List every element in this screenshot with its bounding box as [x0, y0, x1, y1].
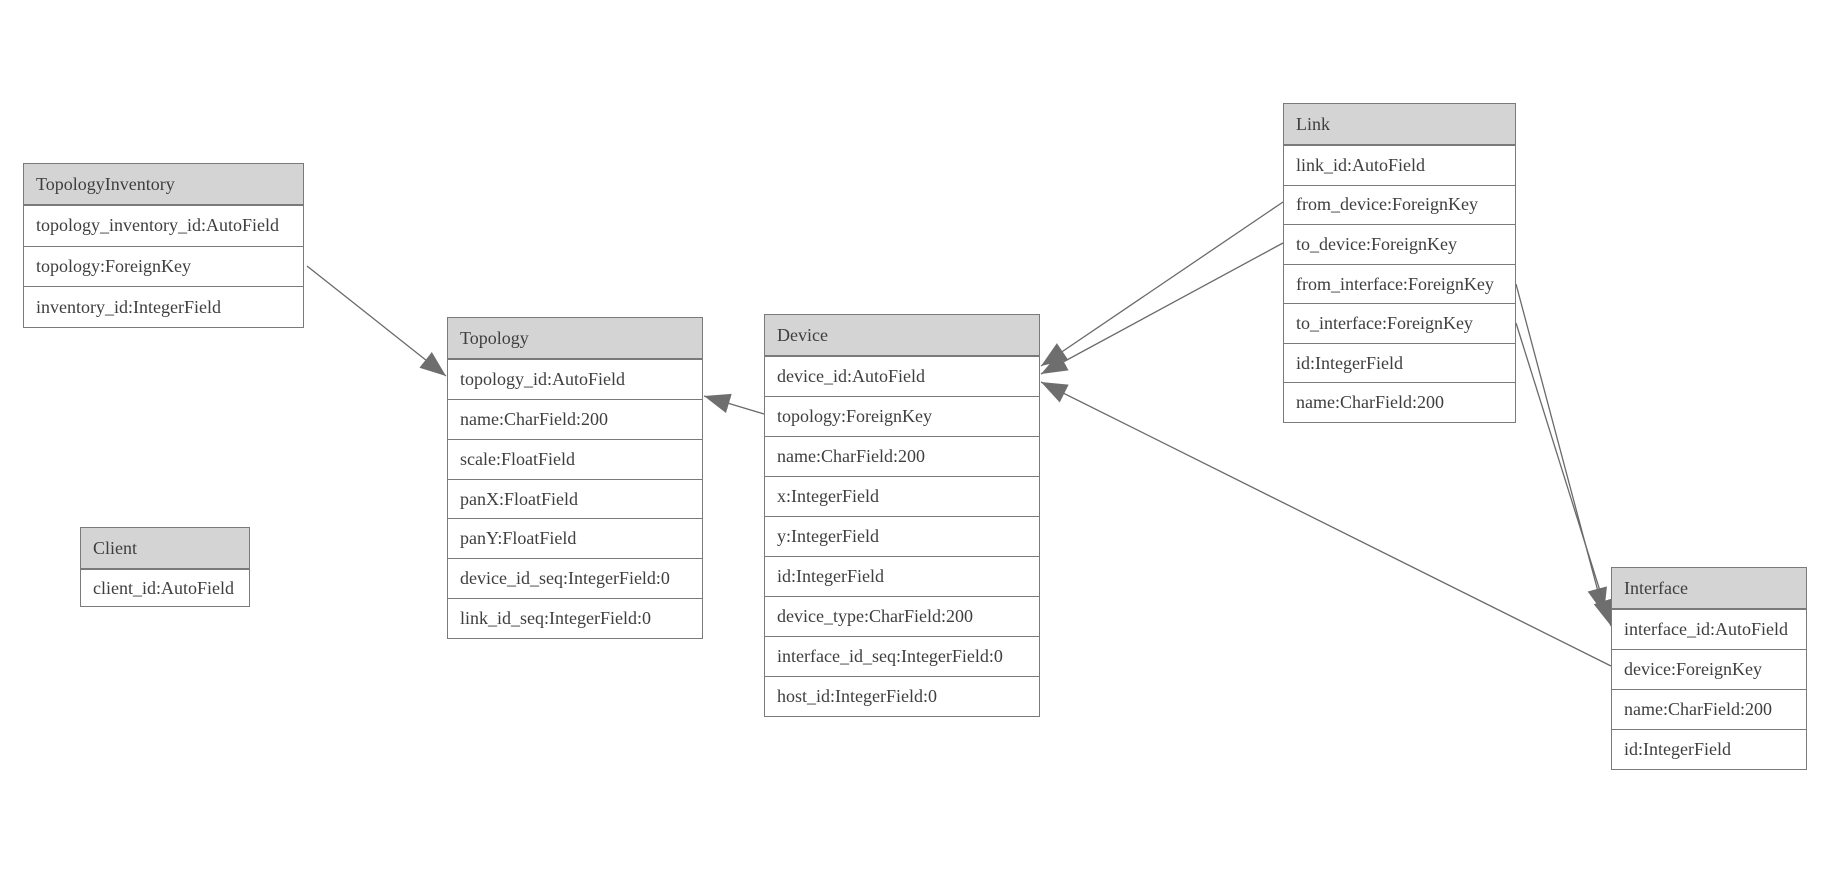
field-row: topology_inventory_id:AutoField	[24, 205, 303, 246]
field-label: panY:FloatField	[460, 528, 577, 549]
field-label: from_device:ForeignKey	[1296, 194, 1478, 215]
field-list: topology_id:AutoField name:CharField:200 s…	[448, 359, 702, 638]
field-row: topology_id:AutoField	[448, 359, 702, 399]
field-label: to_interface:ForeignKey	[1296, 313, 1473, 334]
field-label: topology_inventory_id:AutoField	[36, 215, 279, 236]
entity-title: Topology	[448, 318, 702, 359]
field-label: interface_id:AutoField	[1624, 619, 1788, 639]
field-row: name:CharField:200	[1612, 689, 1806, 729]
entity-table-interface: Interface interface_id:AutoField device:F…	[1611, 567, 1807, 770]
field-label: topology_id:AutoField	[460, 368, 626, 389]
field-row: id:IntegerField	[1284, 342, 1515, 383]
field-row: client_id:AutoField	[81, 569, 249, 606]
field-label: id:IntegerField	[1296, 352, 1403, 373]
field-list: client_id:AutoField	[81, 569, 249, 606]
relation-interface-device	[1040, 381, 1612, 667]
field-row: interface_id_seq:IntegerField:0	[765, 636, 1039, 676]
field-row: inventory_id:IntegerField	[24, 286, 303, 327]
entity-title: Client	[81, 528, 249, 569]
field-row: id:IntegerField	[1612, 729, 1806, 769]
field-row: host_id:IntegerField:0	[765, 676, 1039, 716]
field-label: topology:ForeignKey	[36, 256, 191, 276]
field-row: link_id:AutoField	[1284, 145, 1515, 185]
field-row: name:CharField:200	[1284, 382, 1515, 422]
entity-title: Device	[765, 315, 1039, 356]
field-row: name:CharField:200	[765, 436, 1039, 476]
relation-device-topology	[703, 393, 765, 415]
field-label: to_device:ForeignKey	[1296, 233, 1457, 254]
field-row: x:IntegerField	[765, 476, 1039, 516]
field-row: topology:ForeignKey	[24, 245, 303, 287]
relation-link-todevice-device	[1040, 242, 1284, 375]
field-label: panX:FloatField	[460, 488, 578, 509]
field-label: name:CharField:200	[777, 446, 925, 466]
field-row: scale:FloatField	[448, 438, 702, 479]
entity-title: Interface	[1612, 568, 1806, 609]
field-label: id:IntegerField	[777, 566, 884, 586]
field-row: panY:FloatField	[448, 518, 702, 558]
field-label: device_id_seq:IntegerField:0	[460, 568, 670, 589]
entity-table-device: Device device_id:AutoField topology:Forei…	[764, 314, 1040, 717]
entity-title: TopologyInventory	[24, 164, 303, 205]
field-list: topology_inventory_id:AutoField topology:…	[24, 205, 303, 327]
entity-table-link: Link link_id:AutoField from_device:Foreig…	[1283, 103, 1516, 423]
field-label: interface_id_seq:IntegerField:0	[777, 646, 1003, 666]
field-label: inventory_id:IntegerField	[36, 296, 221, 317]
field-list: device_id:AutoField topology:ForeignKey na…	[765, 356, 1039, 716]
field-row: from_device:ForeignKey	[1284, 184, 1515, 225]
field-label: name:CharField:200	[460, 408, 608, 429]
field-row: y:IntegerField	[765, 516, 1039, 556]
relation-topologyinventory-topology	[306, 265, 447, 377]
entity-table-topology: Topology topology_id:AutoField name:CharF…	[447, 317, 703, 639]
field-row: device_type:CharField:200	[765, 596, 1039, 636]
field-label: host_id:IntegerField:0	[777, 686, 937, 706]
entity-table-client: Client client_id:AutoField	[80, 527, 250, 607]
field-list: interface_id:AutoField device:ForeignKey n…	[1612, 609, 1806, 769]
field-row: panX:FloatField	[448, 478, 702, 519]
entity-table-topology-inventory: TopologyInventory topology_inventory_id:…	[23, 163, 304, 328]
entity-title: Link	[1284, 104, 1515, 145]
field-row: name:CharField:200	[448, 398, 702, 439]
field-label: name:CharField:200	[1296, 392, 1444, 413]
relation-link-frominterface-interface	[1515, 283, 1607, 615]
field-label: name:CharField:200	[1624, 699, 1772, 719]
relation-link-tointerface-interface	[1515, 322, 1613, 627]
field-row: to_device:ForeignKey	[1284, 224, 1515, 264]
field-label: link_id_seq:IntegerField:0	[460, 608, 651, 629]
field-row: interface_id:AutoField	[1612, 609, 1806, 649]
field-row: id:IntegerField	[765, 556, 1039, 596]
field-row: device_id:AutoField	[765, 356, 1039, 396]
field-label: link_id:AutoField	[1296, 154, 1426, 175]
field-label: device:ForeignKey	[1624, 659, 1762, 679]
field-label: device_type:CharField:200	[777, 606, 973, 626]
field-label: x:IntegerField	[777, 486, 879, 506]
field-label: id:IntegerField	[1624, 739, 1731, 759]
field-label: scale:FloatField	[460, 448, 575, 469]
field-label: client_id:AutoField	[93, 577, 234, 598]
field-label: topology:ForeignKey	[777, 406, 932, 426]
field-row: from_interface:ForeignKey	[1284, 263, 1515, 304]
field-row: device:ForeignKey	[1612, 649, 1806, 689]
field-row: to_interface:ForeignKey	[1284, 303, 1515, 343]
field-row: link_id_seq:IntegerField:0	[448, 598, 702, 638]
field-row: topology:ForeignKey	[765, 396, 1039, 436]
field-label: y:IntegerField	[777, 526, 879, 546]
relation-link-fromdevice-device	[1040, 201, 1284, 367]
field-row: device_id_seq:IntegerField:0	[448, 558, 702, 598]
field-label: from_interface:ForeignKey	[1296, 273, 1494, 294]
field-label: device_id:AutoField	[777, 366, 925, 386]
